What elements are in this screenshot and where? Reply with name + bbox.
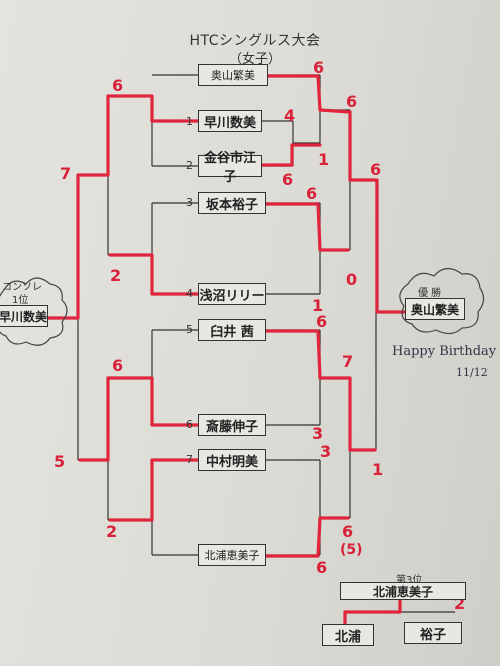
player-box-4: 坂本裕子: [198, 192, 266, 214]
player-box-8: 中村明美: [198, 449, 266, 471]
player-box-6: 臼井 茜: [198, 319, 266, 341]
birthday-message: Happy Birthday: [392, 344, 497, 359]
score-mark: 2: [106, 522, 118, 541]
score-mark: 6: [313, 58, 325, 77]
score-mark: 6: [306, 184, 318, 203]
score-mark: 7: [342, 352, 354, 371]
score-mark: 6: [316, 558, 328, 577]
score-mark: (5): [340, 542, 363, 558]
page-subtitle: （女子）: [228, 52, 281, 67]
third-place-label: 第3位: [396, 575, 423, 586]
score-mark: 6: [346, 92, 358, 111]
player-box-9: 北浦恵美子: [198, 544, 266, 566]
seed-number: 5: [186, 323, 193, 336]
score-mark: 6: [316, 312, 328, 331]
seed-number: 4: [186, 287, 193, 300]
score-mark: 1: [312, 296, 324, 315]
seed-number: 3: [186, 196, 193, 209]
consolation-winner: 早川数美: [0, 305, 48, 327]
score-mark: 1: [318, 150, 330, 169]
champion-label: 優 勝: [418, 288, 442, 299]
score-mark: 3: [312, 424, 324, 443]
player-box-5: 浅沼リリー: [198, 283, 266, 305]
birthday-date: 11/12: [456, 366, 488, 379]
score-mark: 3: [320, 442, 332, 461]
score-mark: 1: [372, 460, 384, 479]
score-mark: 7: [60, 164, 72, 183]
page-title: HTCシングルス大会: [189, 33, 321, 49]
seed-number: 2: [186, 159, 193, 172]
score-mark: 6: [370, 160, 382, 179]
player-box-7: 斎藤伸子: [198, 414, 266, 436]
consolation-place: 1位: [12, 295, 29, 306]
score-mark: 2: [110, 266, 122, 285]
score-mark: 6: [342, 522, 354, 541]
seed-number: 7: [186, 453, 193, 466]
player-box-2: 早川数美: [198, 110, 262, 132]
player-box-1: 奥山繁美: [198, 64, 268, 86]
score-mark: 4: [284, 106, 296, 125]
champion-box: 奥山繁美: [405, 298, 465, 320]
score-mark: 6: [112, 356, 124, 375]
score-mark: 6: [282, 170, 294, 189]
seed-number: 6: [186, 418, 193, 431]
player-box-3: 金谷市江子: [198, 151, 262, 185]
score-mark: 6: [112, 76, 124, 95]
seed-number: 1: [186, 115, 193, 128]
champion-cloud-icon: [399, 267, 485, 335]
winner-path-marker: [46, 74, 407, 626]
score-mark: 5: [54, 452, 66, 471]
third-place-left: 北浦: [322, 624, 374, 646]
consolation-label: コンソレ: [2, 282, 42, 293]
score-mark: 2: [454, 594, 466, 613]
third-place-right: 裕子: [404, 622, 462, 644]
third-place-winner: 北浦恵美子: [340, 582, 466, 600]
consolation-cloud-icon: [0, 277, 68, 346]
score-mark: 0: [346, 270, 358, 289]
